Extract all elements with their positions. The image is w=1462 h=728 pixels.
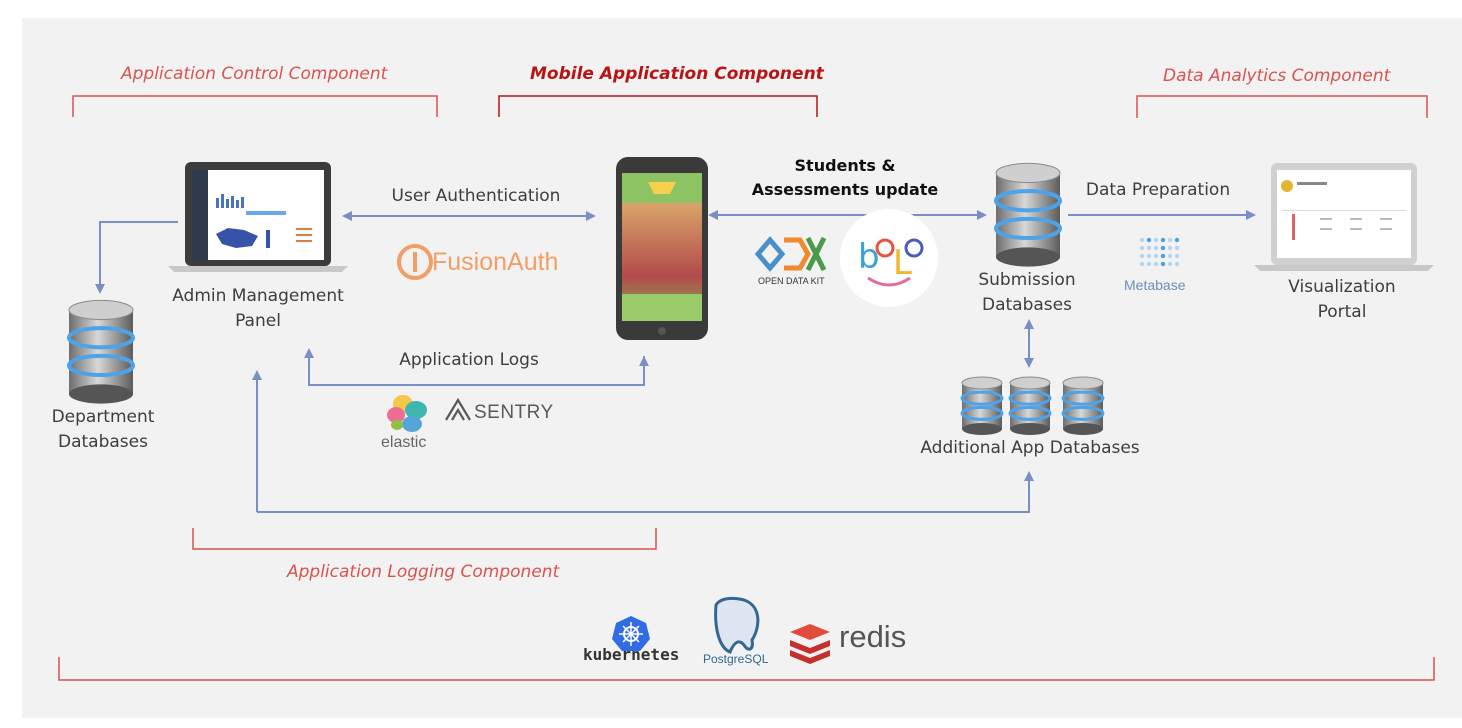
arrow-loop-bottom xyxy=(252,370,1034,513)
department-db-label-line2: Databases xyxy=(58,432,148,452)
metabase-dot xyxy=(1146,237,1152,243)
database-group xyxy=(67,162,1105,435)
additional-db-label: Additional App Databases xyxy=(920,438,1140,458)
bolo-logo: b L xyxy=(840,209,938,307)
bracket-app-logging xyxy=(192,528,657,550)
odk-logo-text: OPEN DATA KIT xyxy=(758,276,825,286)
admin-laptop-icon xyxy=(168,162,348,272)
submission-db-label: Submission Databases xyxy=(960,268,1094,318)
kubernetes-logo-text: kubernetes xyxy=(583,645,680,664)
metabase-dot xyxy=(1167,237,1173,243)
metabase-dot xyxy=(1160,237,1166,243)
metabase-dot xyxy=(1153,261,1159,267)
metabase-dot xyxy=(1174,237,1180,243)
visualization-label-line1: Visualization xyxy=(1288,277,1396,297)
metabase-dot xyxy=(1167,245,1173,251)
redis-logo xyxy=(790,624,830,664)
kubernetes-logo xyxy=(612,616,650,651)
sentry-logo xyxy=(445,397,471,421)
visualization-laptop-icon xyxy=(1254,163,1434,271)
postgresql-logo-text: PostgreSQL xyxy=(703,652,769,666)
bracket-infrastructure xyxy=(58,657,1435,681)
svg-text:b: b xyxy=(858,237,880,277)
elastic-logo-text: elastic xyxy=(381,434,427,451)
mobile-phone-icon xyxy=(616,157,708,340)
metabase-dot xyxy=(1174,245,1180,251)
metabase-dot xyxy=(1146,245,1152,251)
sentry-logo-text: SENTRY xyxy=(474,402,554,423)
submission-db-label-line1: Submission xyxy=(978,270,1076,290)
elastic-logo xyxy=(387,395,427,432)
arrow-admin-to-dept-db xyxy=(95,221,178,294)
metabase-dot xyxy=(1146,261,1152,267)
students-update-line2: Assessments update xyxy=(751,180,939,199)
metabase-dot xyxy=(1167,253,1173,259)
metabase-logo xyxy=(1139,237,1180,267)
bracket-data-analytics xyxy=(1136,95,1428,118)
app-logs-label: Application Logs xyxy=(399,350,539,370)
admin-panel-label-line2: Panel xyxy=(235,311,281,331)
department-db-icon xyxy=(67,299,135,404)
fusionauth-logo xyxy=(397,244,433,280)
department-db-label: Department Databases xyxy=(40,405,166,455)
metabase-dot xyxy=(1153,253,1159,259)
metabase-dot xyxy=(1153,245,1159,251)
additional-db-icon-1 xyxy=(960,376,1004,435)
metabase-dot xyxy=(1153,237,1159,243)
metabase-dot xyxy=(1160,261,1166,267)
metabase-logo-text: Metabase xyxy=(1124,277,1186,293)
visualization-label-line2: Portal xyxy=(1317,302,1367,322)
metabase-dot xyxy=(1174,253,1180,259)
metabase-dot xyxy=(1160,245,1166,251)
students-update-line1: Students & xyxy=(794,156,896,175)
metabase-dot xyxy=(1174,261,1180,267)
metabase-dot xyxy=(1167,261,1173,267)
metabase-dot xyxy=(1139,237,1145,243)
redis-logo-text: redis xyxy=(839,619,907,654)
arrow-app-logs xyxy=(304,348,649,386)
admin-panel-label-line1: Admin Management xyxy=(172,286,344,306)
fusionauth-logo-text: FusionAuth xyxy=(432,248,559,276)
bracket-mobile-app xyxy=(498,95,818,117)
submission-db-label-line2: Databases xyxy=(982,295,1072,315)
component-label-mobile-app: Mobile Application Component xyxy=(530,64,824,84)
component-label-app-control: Application Control Component xyxy=(121,64,388,84)
component-label-app-logging: Application Logging Component xyxy=(287,562,560,582)
postgresql-logo xyxy=(714,596,760,654)
component-label-data-analytics: Data Analytics Component xyxy=(1163,66,1391,86)
additional-db-icon-3 xyxy=(1061,376,1105,435)
metabase-dot xyxy=(1160,253,1166,259)
metabase-dot xyxy=(1139,261,1145,267)
user-auth-label: User Authentication xyxy=(391,186,561,206)
metabase-dot xyxy=(1139,245,1145,251)
metabase-dot xyxy=(1146,253,1152,259)
odk-logo xyxy=(754,236,827,272)
submission-db-icon xyxy=(994,162,1062,267)
additional-db-icon-2 xyxy=(1008,376,1052,435)
metabase-dot xyxy=(1139,253,1145,259)
admin-panel-label: Admin Management Panel xyxy=(160,284,356,334)
visualization-label: Visualization Portal xyxy=(1272,275,1412,325)
data-prep-label: Data Preparation xyxy=(1085,180,1231,200)
department-db-label-line1: Department xyxy=(51,407,155,427)
bracket-app-control xyxy=(72,95,438,117)
students-update-label: Students & Assessments update xyxy=(740,154,950,202)
